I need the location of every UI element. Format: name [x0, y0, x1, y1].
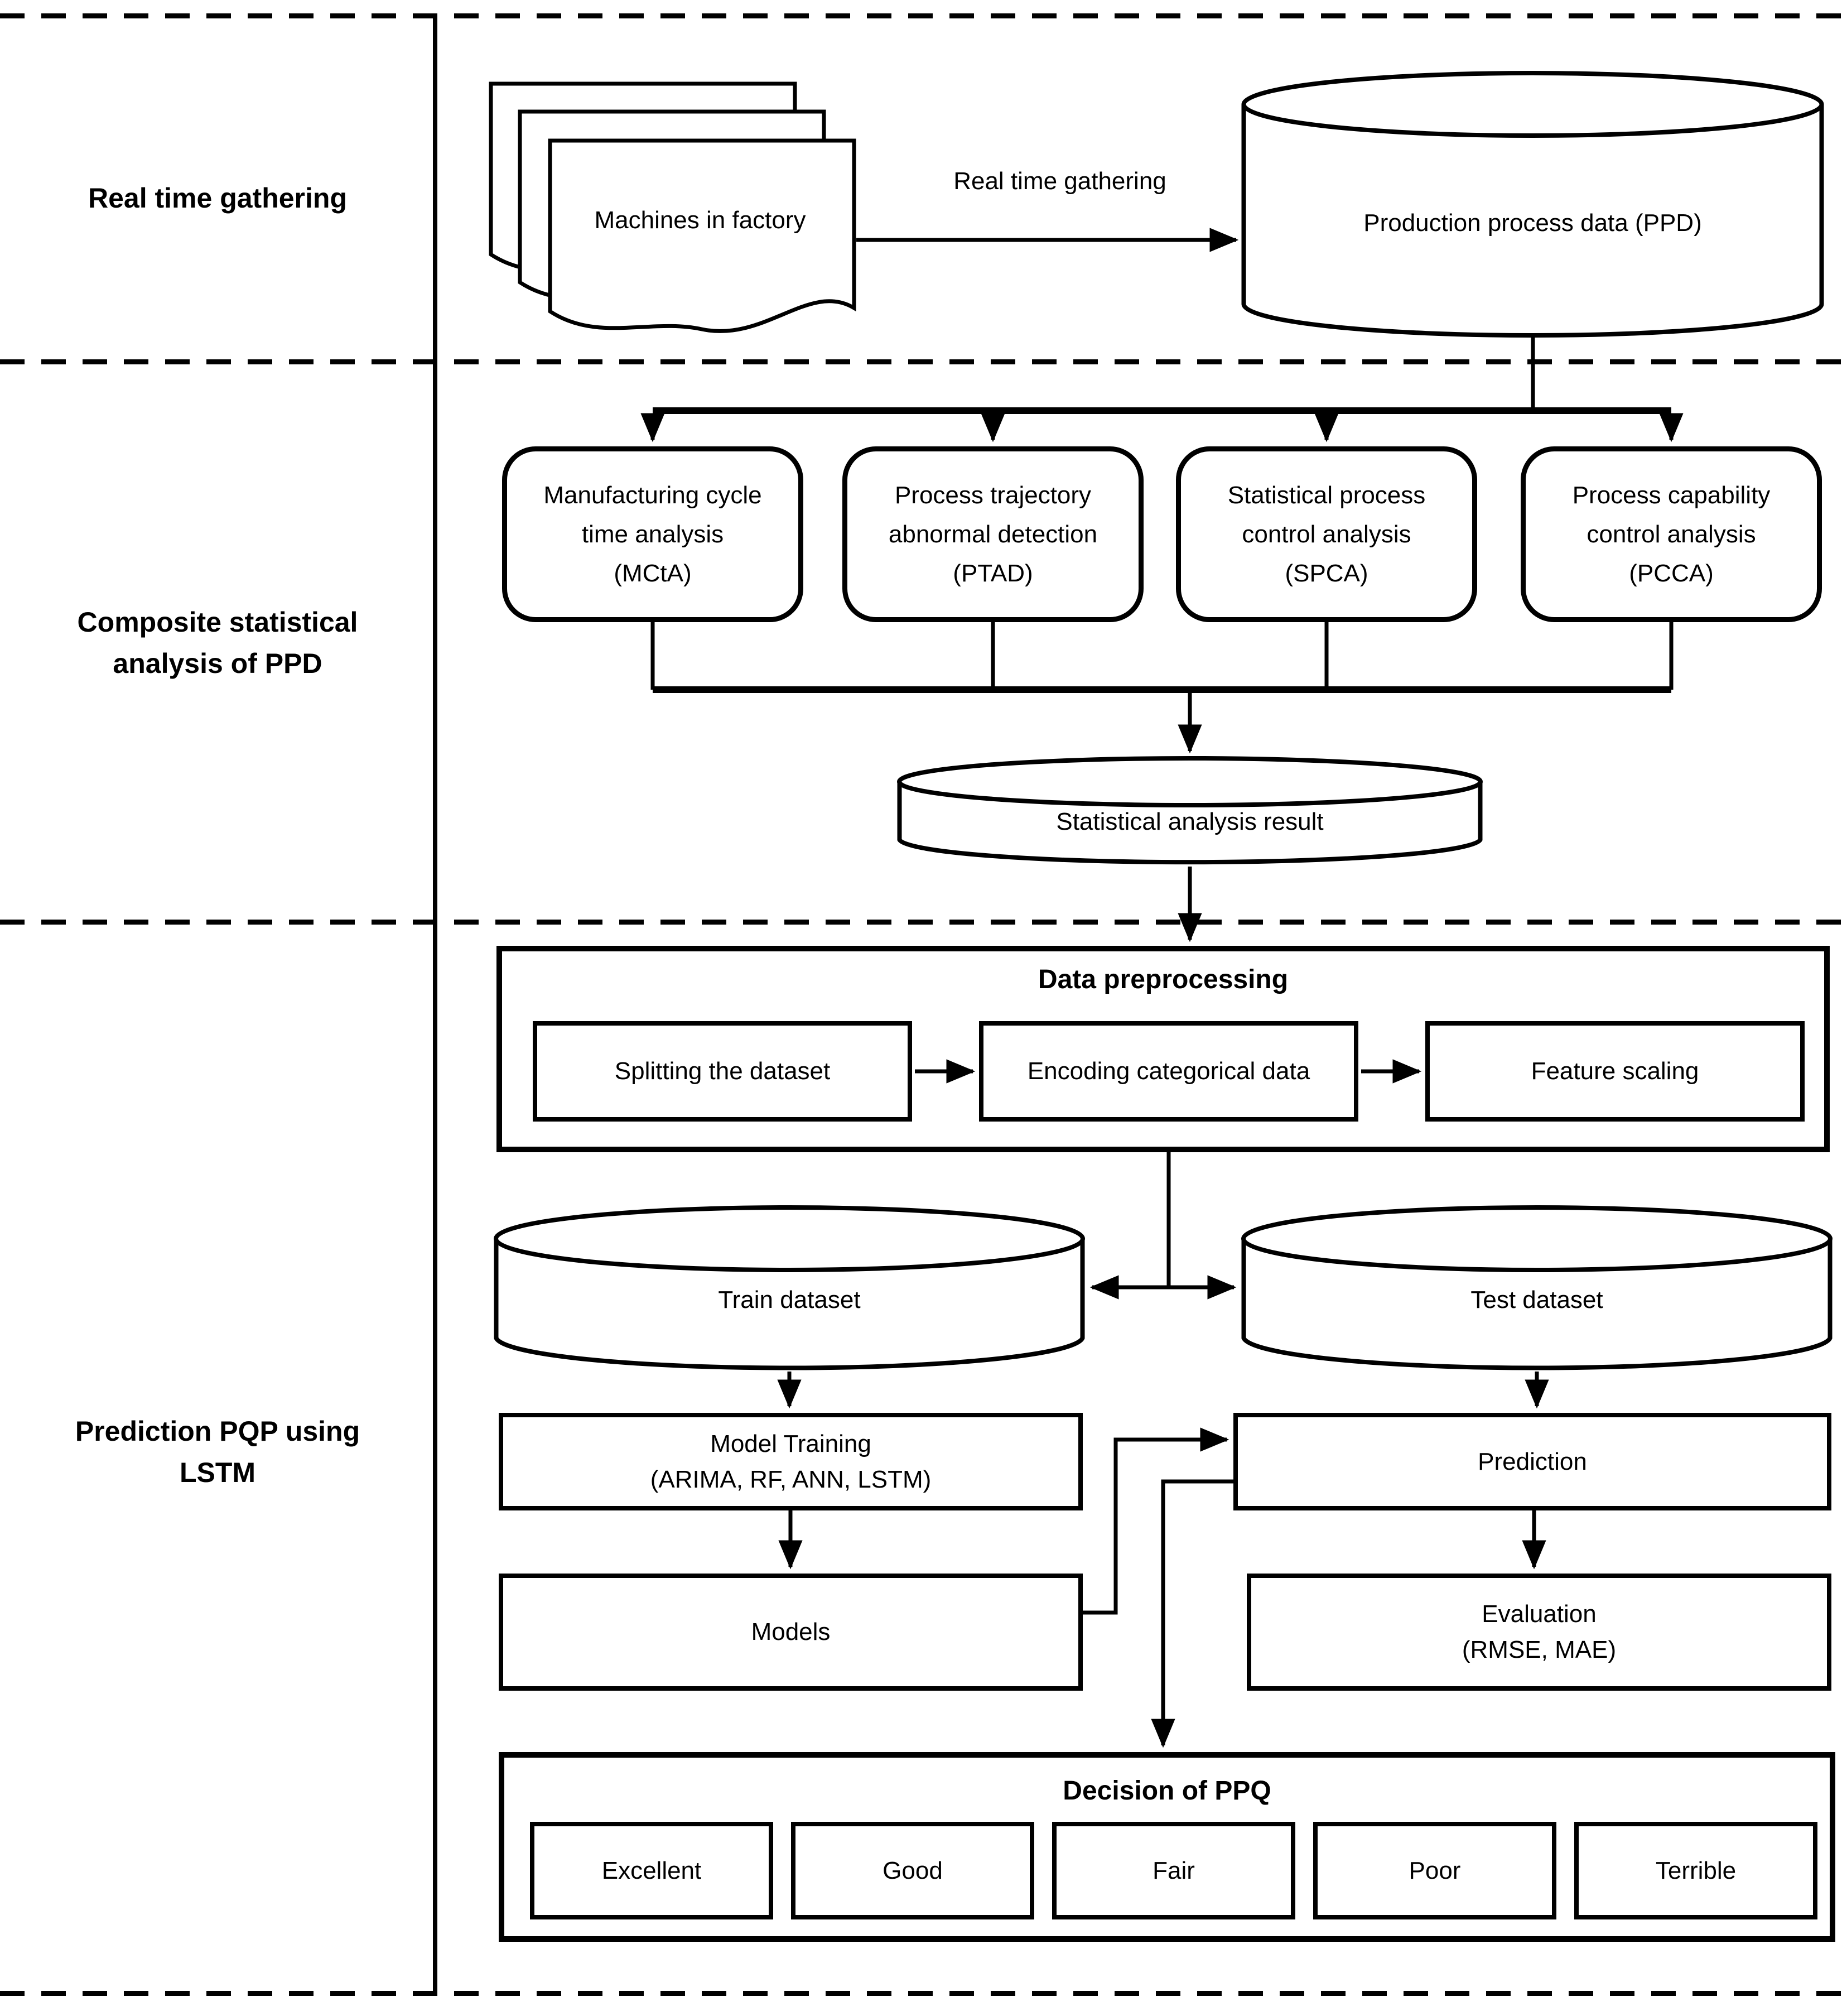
train-cylinder-top: [494, 1205, 1085, 1272]
section-divider-bottom: [0, 1991, 1842, 1996]
evaluation-line1: Evaluation: [1482, 1600, 1597, 1628]
arrow-models-to-prediction: [1083, 1427, 1229, 1615]
preprocessing-title: Data preprocessing: [1038, 965, 1289, 994]
lane-label-composite-line2: analysis of PPD: [113, 648, 322, 679]
step-encoding-box: Encoding categorical data: [979, 1021, 1358, 1122]
models-label: Models: [751, 1618, 831, 1645]
machines-doc-label: Machines in factory: [594, 206, 806, 234]
option-terrible-box: Terrible: [1574, 1822, 1817, 1919]
realtime-arrow-label: Real time gathering: [953, 167, 1166, 195]
lane-label-composite-line1: Composite statistical: [77, 607, 358, 638]
ppd-cylinder-label: Production process data (PPD): [1363, 209, 1702, 237]
pcca-line2: control analysis: [1587, 520, 1756, 548]
decision-title: Decision of PPQ: [1063, 1776, 1271, 1806]
spca-line3: (SPCA): [1285, 559, 1368, 587]
pcca-box: Process capability control analysis (PCC…: [1521, 446, 1822, 622]
stat-result-cylinder: [897, 756, 1483, 865]
evaluation-line2: (RMSE, MAE): [1462, 1636, 1617, 1663]
evaluation-box: Evaluation (RMSE, MAE): [1247, 1574, 1831, 1691]
section-divider-2: [0, 359, 1842, 364]
step-scaling-box: Feature scaling: [1425, 1021, 1805, 1122]
machines-document-icon: [489, 81, 856, 333]
train-cylinder-body: [494, 1239, 1085, 1370]
lane-label-realtime: Real time gathering: [11, 177, 424, 219]
spca-line1: Statistical process: [1227, 481, 1426, 509]
option-poor-box: Poor: [1313, 1822, 1556, 1919]
option-good-label: Good: [883, 1856, 943, 1884]
option-excellent-label: Excellent: [601, 1856, 702, 1884]
section-divider-3: [0, 920, 1842, 925]
spca-line2: control analysis: [1242, 520, 1411, 548]
lane-label-prediction: Prediction PQP using LSTM: [11, 1411, 424, 1493]
mcta-box: Manufacturing cycle time analysis (MCtA): [502, 446, 803, 622]
step-splitting-box: Splitting the dataset: [533, 1021, 912, 1122]
lane-label-realtime-line: Real time gathering: [88, 182, 347, 214]
model-training-box: Model Training (ARIMA, RF, ANN, LSTM): [499, 1413, 1083, 1510]
test-cylinder-top: [1241, 1205, 1833, 1272]
document-page-front: [548, 138, 856, 333]
option-good-box: Good: [791, 1822, 1034, 1919]
mcta-line1: Manufacturing cycle: [543, 481, 762, 509]
test-cylinder: [1241, 1205, 1833, 1370]
train-cylinder-label: Train dataset: [718, 1286, 861, 1313]
test-cylinder-label: Test dataset: [1470, 1286, 1603, 1313]
option-excellent-box: Excellent: [530, 1822, 773, 1919]
label-column-divider: [433, 13, 437, 1996]
model-training-line2: (ARIMA, RF, ANN, LSTM): [650, 1465, 932, 1493]
model-training-line1: Model Training: [710, 1430, 871, 1457]
test-cylinder-body: [1241, 1239, 1833, 1370]
step-splitting-label: Splitting the dataset: [614, 1057, 831, 1085]
step-scaling-label: Feature scaling: [1531, 1057, 1699, 1085]
section-divider-top: [0, 13, 1842, 18]
option-fair-label: Fair: [1153, 1856, 1195, 1884]
option-terrible-label: Terrible: [1655, 1856, 1737, 1884]
stat-result-label: Statistical analysis result: [1056, 808, 1324, 835]
pcca-line3: (PCCA): [1629, 559, 1714, 587]
arrow-prediction-to-decision: [1151, 1479, 1233, 1748]
prediction-label: Prediction: [1478, 1447, 1587, 1475]
prediction-box: Prediction: [1233, 1413, 1831, 1510]
step-encoding-label: Encoding categorical data: [1027, 1057, 1310, 1085]
option-fair-box: Fair: [1052, 1822, 1295, 1919]
ptad-box: Process trajectory abnormal detection (P…: [842, 446, 1144, 622]
mcta-line3: (MCtA): [614, 559, 692, 587]
spca-box: Statistical process control analysis (SP…: [1176, 446, 1477, 622]
lane-label-composite: Composite statistical analysis of PPD: [11, 602, 424, 684]
lane-label-prediction-line1: Prediction PQP using: [75, 1416, 360, 1447]
ptad-line1: Process trajectory: [894, 481, 1092, 509]
ptad-line3: (PTAD): [953, 559, 1033, 587]
pcca-line1: Process capability: [1572, 481, 1771, 509]
ptad-line2: abnormal detection: [888, 520, 1098, 548]
mcta-line2: time analysis: [581, 520, 724, 548]
option-poor-label: Poor: [1409, 1856, 1461, 1884]
models-box: Models: [499, 1574, 1083, 1691]
lane-label-prediction-line2: LSTM: [179, 1457, 256, 1488]
train-cylinder: [494, 1205, 1085, 1370]
stat-result-cylinder-top: [897, 756, 1483, 807]
ppd-cylinder-top: [1241, 71, 1824, 138]
